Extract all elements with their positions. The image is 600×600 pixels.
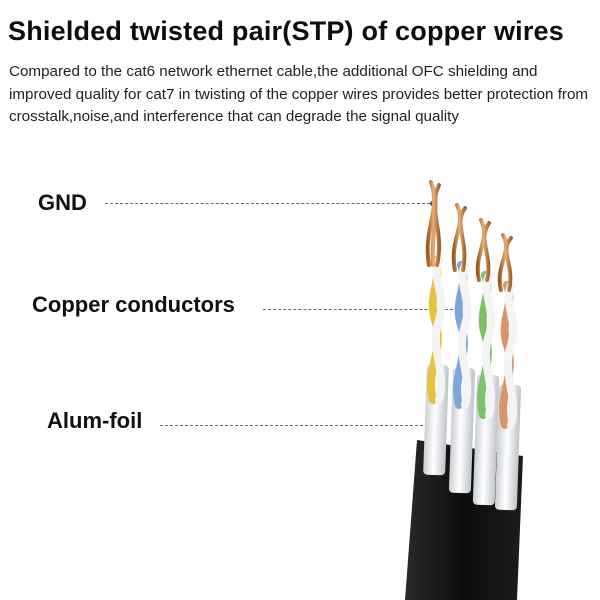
copper-strands xyxy=(451,203,467,272)
description-text: Compared to the cat6 network ethernet ca… xyxy=(9,63,589,125)
foil-sleeve xyxy=(494,384,522,511)
leader-line-foil xyxy=(160,425,438,426)
copper-strands xyxy=(425,180,442,267)
leader-line-gnd xyxy=(105,203,430,204)
cable-illustration xyxy=(405,180,523,600)
foil-sleeve xyxy=(448,367,476,494)
label-copper-conductors: Copper conductors xyxy=(32,292,235,317)
foil-sleeve xyxy=(472,374,500,506)
copper-strands xyxy=(475,218,491,282)
copper-strands xyxy=(497,233,513,292)
leader-line-copper xyxy=(263,309,468,310)
page-title: Shielded twisted pair(STP) of copper wir… xyxy=(8,16,564,46)
label-gnd: GND xyxy=(38,190,87,215)
label-alum-foil: Alum-foil xyxy=(47,408,143,433)
